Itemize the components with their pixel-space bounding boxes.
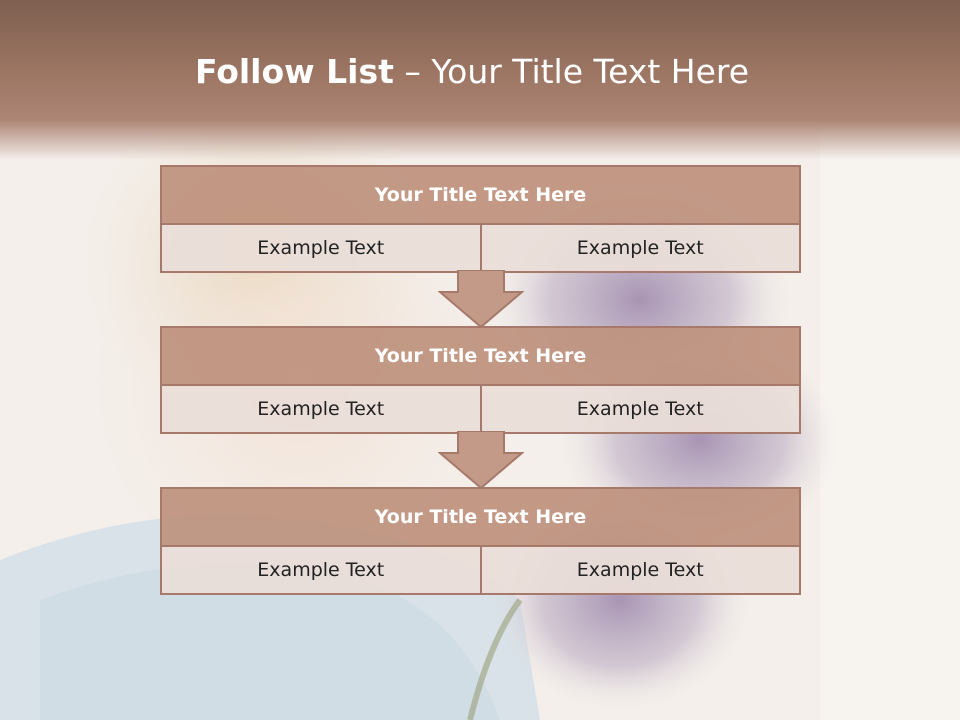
block-cell-left: Example Text bbox=[162, 225, 480, 271]
list-block-3: Your Title Text Here Example Text Exampl… bbox=[160, 487, 801, 595]
block-cell-left: Example Text bbox=[162, 547, 480, 593]
slide-title: Follow List – Your Title Text Here bbox=[0, 52, 944, 91]
block-cell-right: Example Text bbox=[479, 225, 799, 271]
list-block-1: Your Title Text Here Example Text Exampl… bbox=[160, 165, 801, 273]
list-block-2: Your Title Text Here Example Text Exampl… bbox=[160, 326, 801, 434]
header-band bbox=[0, 0, 960, 160]
down-arrow-icon bbox=[438, 431, 524, 489]
block-row: Example Text Example Text bbox=[162, 386, 799, 432]
down-arrow-icon bbox=[438, 270, 524, 328]
block-title: Your Title Text Here bbox=[162, 167, 799, 225]
block-row: Example Text Example Text bbox=[162, 225, 799, 271]
block-cell-left: Example Text bbox=[162, 386, 480, 432]
slide-title-bold: Follow List bbox=[194, 52, 394, 91]
block-cell-right: Example Text bbox=[479, 386, 799, 432]
block-title: Your Title Text Here bbox=[162, 489, 799, 547]
slide-title-rest: – Your Title Text Here bbox=[393, 52, 750, 91]
block-row: Example Text Example Text bbox=[162, 547, 799, 593]
block-cell-right: Example Text bbox=[479, 547, 799, 593]
block-title: Your Title Text Here bbox=[162, 328, 799, 386]
